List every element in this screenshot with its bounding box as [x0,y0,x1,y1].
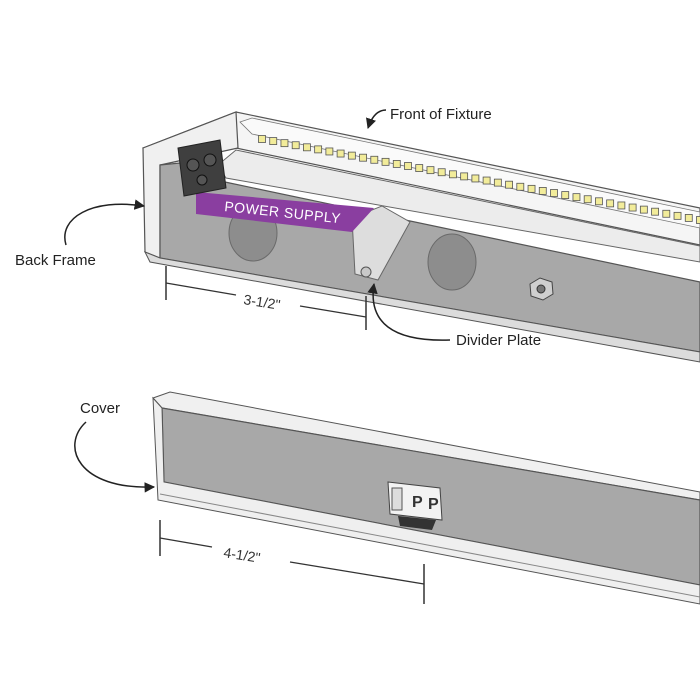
led-chip [561,191,570,199]
led-chip [269,137,278,145]
knockout-hole-right [427,233,477,291]
dimension-back-frame: 3-1/2" [165,266,367,330]
divider-screw [360,266,372,278]
front-of-fixture-label: Front of Fixture [390,106,492,123]
led-chip [651,207,659,216]
led-chip [595,197,603,206]
led-chip [325,147,334,156]
divider-plate-label: Divider Plate [456,332,541,349]
dimension-label-cover: 4-1/2" [223,544,262,566]
dimension-label-back-frame: 3-1/2" [243,291,282,313]
bottom-lip [143,251,700,363]
led-chip [516,182,525,191]
led-chip [303,143,311,152]
led-chip [550,189,558,197]
hex-nut-icon [529,277,554,301]
callout-back-frame: Back Frame [15,199,146,269]
led-chip [471,174,480,183]
led-chip [437,168,446,177]
led-chip [314,145,323,154]
led-chip [291,141,300,150]
back-frame-assembly: POWER SUPPLY [141,111,700,363]
led-chip [696,216,700,224]
led-chip [482,176,491,185]
led-chip [538,187,547,195]
led-chip [505,180,513,189]
led-chip [673,211,682,220]
led-strip [258,135,700,224]
led-chip [628,203,637,212]
svg-text:P: P [412,494,423,511]
led-chip [392,160,401,168]
cover-label: Cover [80,400,120,417]
callout-cover: Cover [74,400,156,493]
led-chip [426,166,435,175]
led-chip [639,205,648,214]
cover-bottom-lip [152,396,700,605]
led-chip [662,209,671,218]
led-chip [336,149,345,158]
power-supply [196,192,374,232]
led-chip [404,162,412,170]
led-chip [415,164,424,172]
divider-plate-shape [351,205,411,281]
led-chip [617,201,626,210]
led-chip [449,170,457,179]
led-chip [572,193,581,202]
callout-front-of-fixture: Front of Fixture [366,106,492,129]
led-chip [359,153,367,162]
led-chip [606,199,615,208]
led-chip [493,178,502,187]
callout-divider-plate: Divider Plate [367,282,541,349]
cover-assembly: P P [152,391,700,605]
led-chip [258,135,266,143]
led-chip [684,214,693,222]
svg-text:P: P [428,496,439,513]
led-chip [280,139,289,148]
led-chip [381,157,390,166]
connector-block [177,139,227,197]
led-chip [460,172,469,181]
back-frame-label: Back Frame [15,252,96,269]
dimension-cover: 4-1/2" [159,520,425,604]
led-chip [347,151,356,160]
led-chip [527,184,536,193]
led-chip [370,155,379,164]
quick-connector: P P [387,481,443,530]
led-chip [583,195,592,204]
